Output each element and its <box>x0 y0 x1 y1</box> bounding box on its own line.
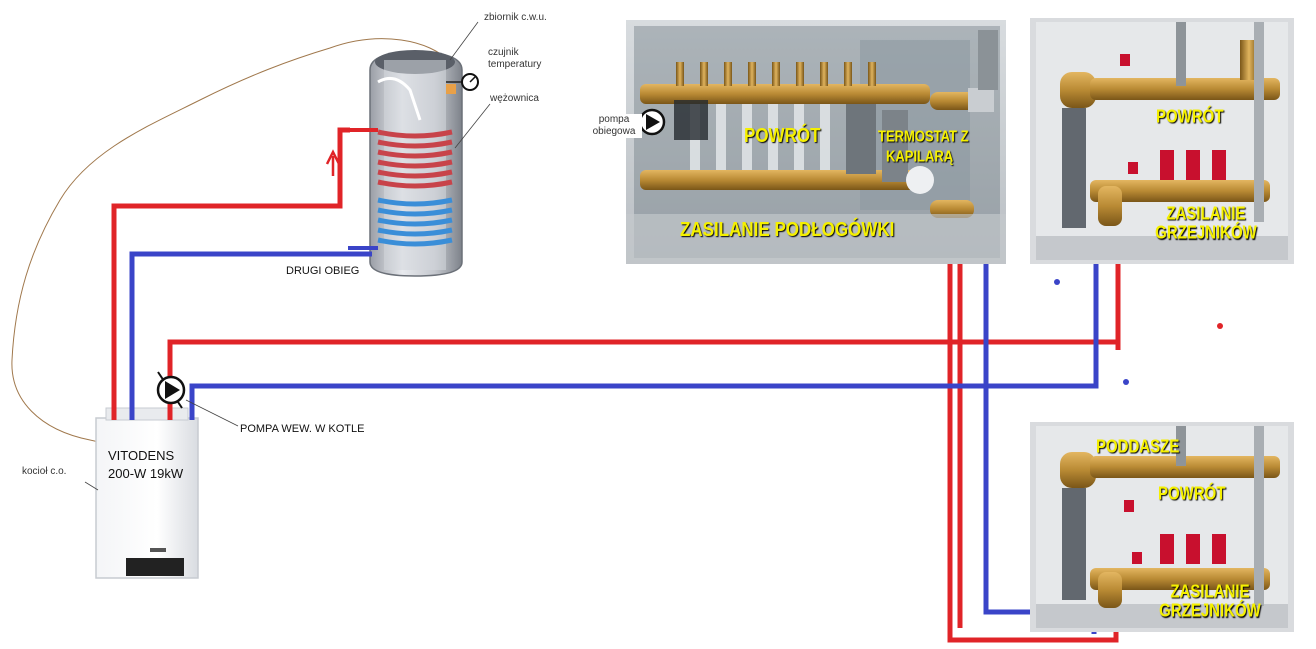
second-loop-label: DRUGI OBIEG <box>286 265 360 277</box>
tank-coil-hot <box>377 129 453 189</box>
temperature-gauge-icon <box>446 73 479 91</box>
coil-leader-line <box>454 103 491 149</box>
radiators-supply-line2: GRZEJNIKÓW <box>1155 223 1257 244</box>
radiators-supply-line1: ZASILANIE <box>1166 203 1246 225</box>
internal-pump-label: POMPA WEW. W KOTLE <box>240 423 365 435</box>
coil-label: wężownica <box>490 93 539 104</box>
attic-supply-label: ZASILANIE GRZEJNIKÓW <box>1150 581 1270 622</box>
attic-return-label: POWRÓT <box>1158 483 1226 505</box>
attic-label: PODDASZE <box>1096 436 1180 458</box>
radiators-supply-label: ZASILANIE GRZEJNIKÓW <box>1146 203 1266 244</box>
floor-return-label: POWRÓT <box>744 124 821 147</box>
circulation-pump-label-line1: pompa <box>598 114 630 125</box>
connection-dot <box>1054 279 1060 285</box>
attic-supply-line2: GRZEJNIKÓW <box>1159 601 1261 622</box>
thermostat-label-line1: TERMOSTAT Z <box>878 127 969 145</box>
radiators-return-label: POWRÓT <box>1156 106 1224 128</box>
circulation-pump-label-line2: obiegowa <box>592 126 636 137</box>
photo-floor-heating-manifold <box>626 20 1006 264</box>
attic-supply-line1: ZASILANIE <box>1170 581 1250 603</box>
boiler-unit <box>84 407 199 579</box>
boiler-name-line1: VITODENS <box>108 448 175 463</box>
photo-attic-radiator-manifold <box>1030 422 1294 632</box>
floor-supply-label: ZASILANIE PODŁOGÓWKI <box>680 218 895 241</box>
boiler-label: kocioł c.o. <box>22 466 67 477</box>
thermostat-label-line2: KAPILARĄ <box>886 147 954 165</box>
tank-coil-cold <box>377 197 453 247</box>
hot-water-tank <box>369 50 463 277</box>
tank-label: zbiornik c.w.u. <box>484 12 547 23</box>
flow-arrow-icon <box>325 149 341 176</box>
connection-dot <box>1123 379 1129 385</box>
circulation-pump-icon <box>638 108 666 136</box>
internal-pump-icon <box>156 371 186 409</box>
sensor-cable <box>11 38 451 453</box>
tank-leader-line <box>449 21 479 61</box>
sensor-label-line2: temperatury <box>488 59 542 70</box>
boiler-name-line2: 200-W 19kW <box>108 466 184 481</box>
pump-leader-line <box>185 399 239 427</box>
sensor-label-line1: czujnik <box>488 47 519 58</box>
connection-dot <box>1217 323 1223 329</box>
photo-radiator-manifold <box>1030 18 1294 264</box>
circulation-pump-label: pompa obiegowa <box>586 114 642 138</box>
